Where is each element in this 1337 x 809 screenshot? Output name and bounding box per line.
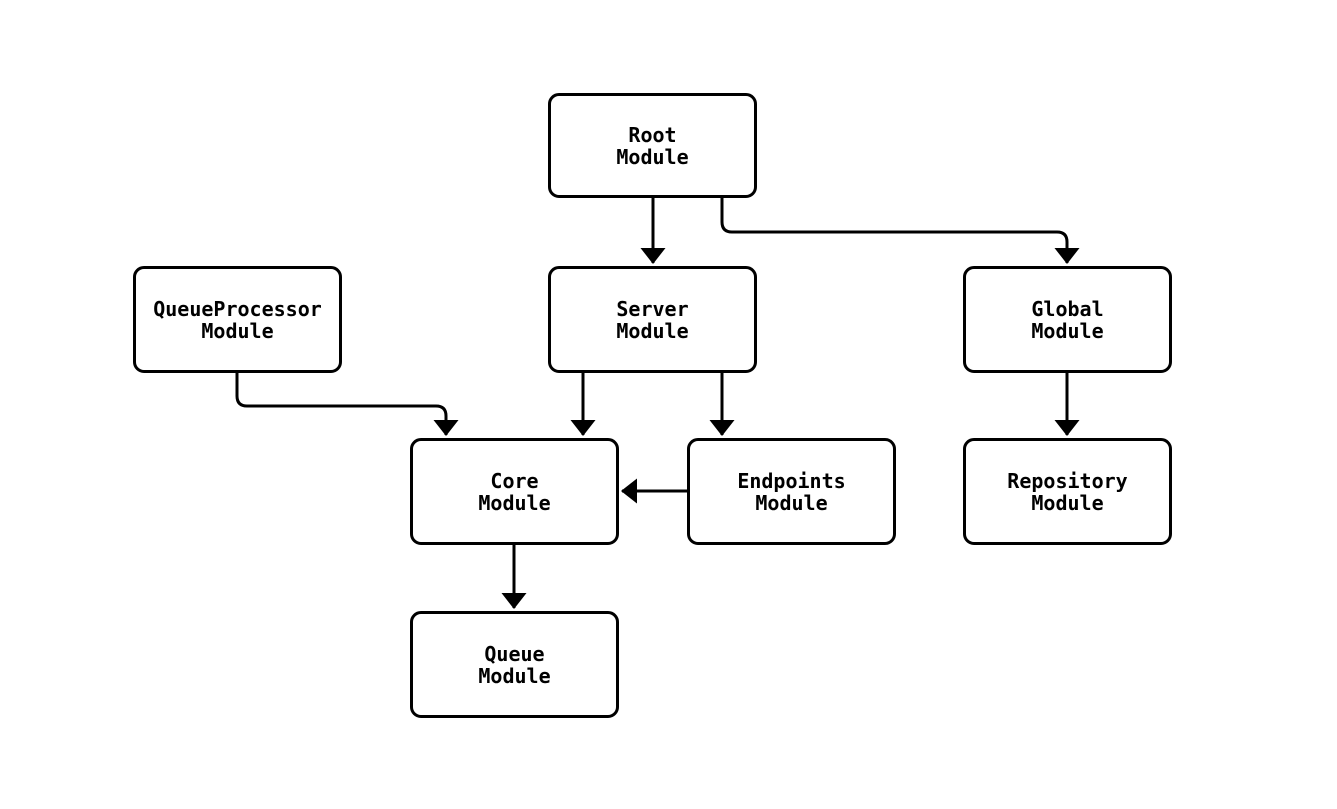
node-repository-module-label: Repository Module [1007,468,1128,515]
node-core-module: Core Module [410,438,619,545]
node-endpoints-module: Endpoints Module [687,438,896,545]
node-repository-module: Repository Module [963,438,1172,545]
node-queue-module-label: Queue Module [478,641,551,688]
edge-queueprocessor-to-core [235,373,459,436]
edge-root-to-global [720,198,1080,264]
node-root-module-label: Root Module [616,122,689,169]
node-core-module-label: Core Module [478,468,551,515]
node-global-module: Global Module [963,266,1172,373]
node-server-module-label: Server Module [616,296,689,343]
node-queue-module: Queue Module [410,611,619,718]
node-server-module: Server Module [548,266,757,373]
node-global-module-label: Global Module [1031,296,1104,343]
node-endpoints-module-label: Endpoints Module [737,468,846,515]
node-queueprocessor-module: QueueProcessor Module [133,266,342,373]
node-queueprocessor-module-label: QueueProcessor Module [153,296,322,343]
node-root-module: Root Module [548,93,757,198]
